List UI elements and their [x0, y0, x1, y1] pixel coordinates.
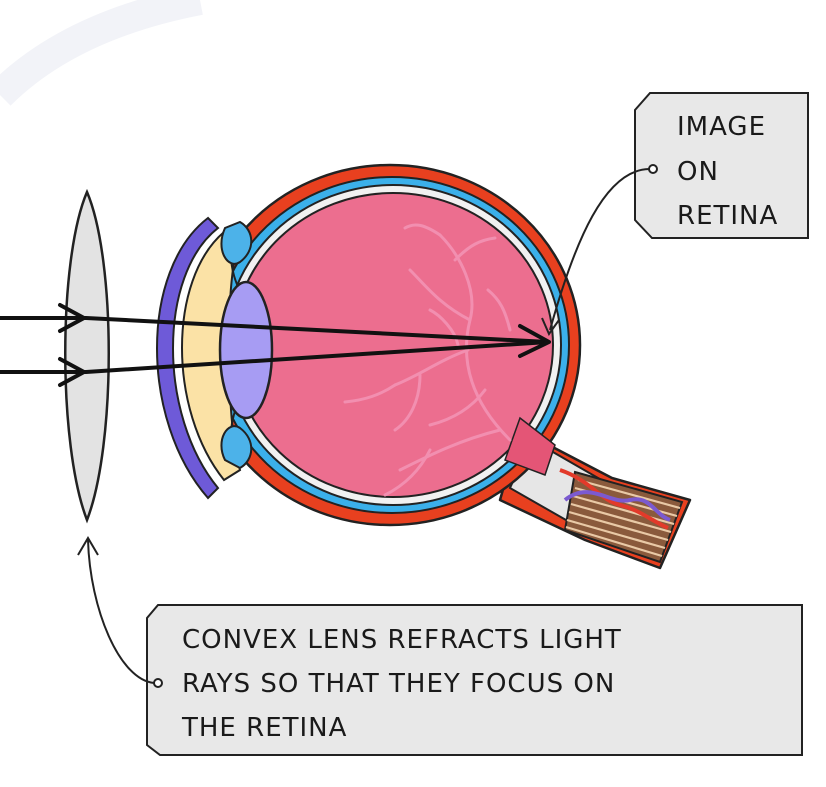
callout-box-image: [634, 92, 809, 239]
blind-spot-region: [504, 416, 556, 476]
background-arc: [0, 0, 203, 106]
pointer-arrowhead-lens: [77, 536, 99, 556]
eyeball: [198, 163, 582, 527]
image-label-line-1: IMAGE: [677, 112, 766, 142]
callout-image-on-retina: IMAGE ON RETINA: [541, 92, 809, 337]
ciliary-muscle-lower: [220, 425, 253, 470]
image-label-line-2: ON: [677, 157, 719, 187]
arrow-right-icon: [58, 303, 551, 387]
retinal-vessels: [343, 223, 512, 497]
image-label-line-3: RETINA: [677, 201, 778, 231]
aqueous-humour: [181, 230, 242, 482]
cornea: [156, 216, 220, 500]
lens-label-line-3: THE RETINA: [181, 713, 347, 743]
callout-anchor-dot-lens: [153, 678, 163, 688]
eye-lens: [218, 280, 274, 420]
optic-nerve: [498, 428, 692, 570]
lens-label-line-1: CONVEX LENS REFRACTS LIGHT: [182, 625, 622, 655]
convex-lens: [64, 188, 110, 524]
lens-label-line-2: RAYS SO THAT THEY FOCUS ON: [182, 669, 615, 699]
eye-front: [156, 216, 274, 500]
pointer-line-lens: [87, 539, 155, 684]
retinal-artery: [559, 468, 669, 530]
callout-convex-lens: CONVEX LENS REFRACTS LIGHT RAYS SO THAT …: [77, 536, 803, 756]
callout-anchor-dot: [648, 164, 658, 174]
callout-box-lens: [146, 604, 803, 756]
pointer-line-image: [549, 168, 650, 331]
ciliary-muscle-upper: [220, 220, 253, 265]
retinal-vein: [563, 490, 671, 522]
focus-arrowhead: [518, 324, 551, 358]
pointer-arrowhead-image: [541, 317, 560, 337]
